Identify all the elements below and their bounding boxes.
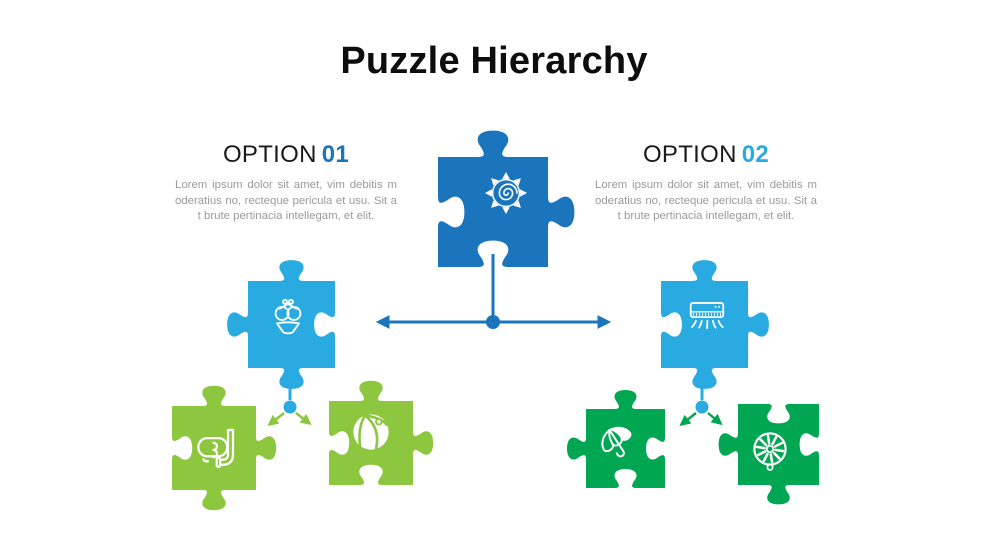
option-2-text-line-2: oderatius no, recteque pericula et usu. … [595,194,817,207]
right-arrow-2 [707,412,723,426]
hierarchy-connectors [267,254,723,427]
puzzle-piece-leaf-left-2[interactable] [329,380,434,485]
puzzle-piece-leaf-right-1[interactable] [567,390,665,488]
umbrella-icon [601,426,632,458]
puzzle-piece-leaf-right-2[interactable] [718,404,819,505]
left-arrow-2 [295,412,312,426]
sun-icon [485,172,527,214]
option-2-label: OPTION [642,141,737,168]
puzzle-piece-leaf-left-1[interactable] [172,385,277,511]
option-1-text-line-1: Lorem ipsum dolor sit amet, vim debitis … [175,179,397,191]
option-1-label: OPTION [222,141,317,168]
option-2-description: Lorem ipsum dolor sit amet, vim debitis … [595,178,817,225]
option-1-number: 01 [321,141,350,168]
puzzle-piece-branch-right[interactable] [661,260,769,389]
root-node-dot [486,315,500,329]
air-conditioner-icon [689,302,725,330]
slide-title: Puzzle Hierarchy [340,40,648,82]
bikini-icon [274,298,302,335]
puzzle-piece-root[interactable] [438,130,575,267]
option-2-number: 02 [741,141,770,168]
left-arrow-1 [267,412,285,427]
right-arrow-1 [679,412,697,427]
right-branch-dot [695,400,709,414]
option-1-text-line-3: t brute pertinacia intellegam, et elit. [197,210,375,223]
option-1-text-line-2: oderatius no, recteque pericula et usu. … [175,194,397,207]
left-branch-dot [283,400,297,414]
option-1-description: Lorem ipsum dolor sit amet, vim debitis … [175,178,397,225]
puzzle-piece-branch-left[interactable] [227,260,335,389]
beach-ball-icon [353,414,389,451]
snorkel-mask-icon [197,428,235,468]
option-2-text-line-1: Lorem ipsum dolor sit amet, vim debitis … [595,179,817,191]
option-2-text-line-3: t brute pertinacia intellegam, et elit. [617,210,795,223]
fan-icon [753,432,787,471]
